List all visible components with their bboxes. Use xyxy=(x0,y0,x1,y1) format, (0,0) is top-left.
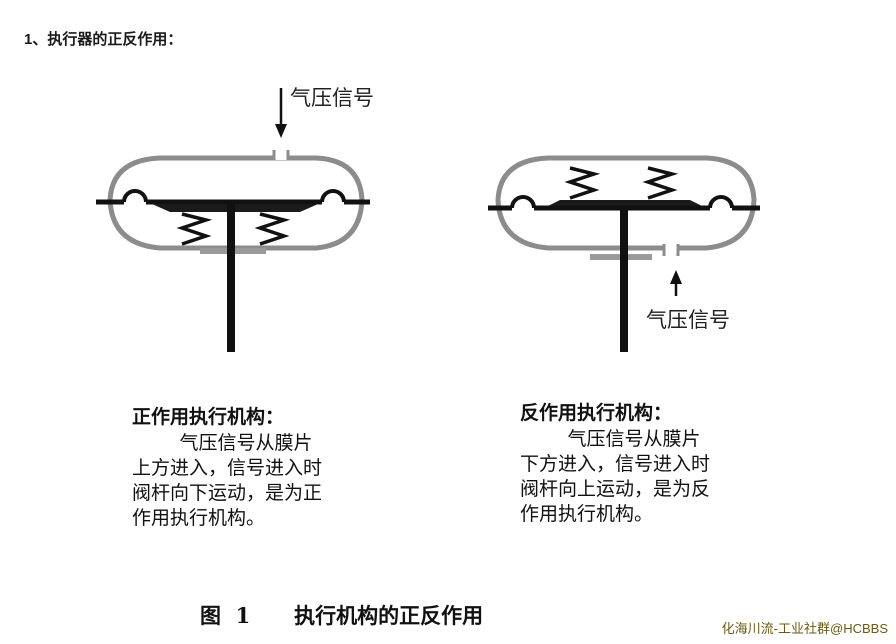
reverse-housing xyxy=(495,155,757,251)
reverse-stem xyxy=(620,208,628,352)
reverse-signal-label: 气压信号 xyxy=(646,308,730,332)
direct-acting-actuator xyxy=(96,88,370,352)
direct-stem xyxy=(227,204,235,352)
direct-signal-label: 气压信号 xyxy=(290,86,374,110)
reverse-spring-left xyxy=(564,166,601,200)
section-heading: 1、执行器的正反作用： xyxy=(24,31,183,48)
direct-body: 气压信号从膜片上方进入，信号进入时阀杆向下运动，是为正作用执行机构。 xyxy=(132,432,323,529)
direct-title: 正作用执行机构： xyxy=(132,406,285,428)
reverse-title: 反作用执行机构： xyxy=(520,402,673,424)
watermark: 化海川流-工业社群@HCBBS xyxy=(721,621,888,636)
direct-description: 正作用执行机构： 气压信号从膜片上方进入，信号进入时阀杆向下运动，是为正作用执行… xyxy=(132,402,342,531)
reverse-description: 反作用执行机构： 气压信号从膜片下方进入，信号进入时阀杆向上运动，是为反作用执行… xyxy=(520,398,730,527)
reverse-spring-right xyxy=(642,166,679,200)
direct-spring-left xyxy=(176,212,213,246)
reverse-body: 气压信号从膜片下方进入，信号进入时阀杆向上运动，是为反作用执行机构。 xyxy=(520,428,711,525)
reverse-acting-actuator xyxy=(488,155,760,352)
direct-spring-right xyxy=(254,212,291,246)
figure-caption: 图 1 执行机构的正反作用 xyxy=(200,603,484,628)
